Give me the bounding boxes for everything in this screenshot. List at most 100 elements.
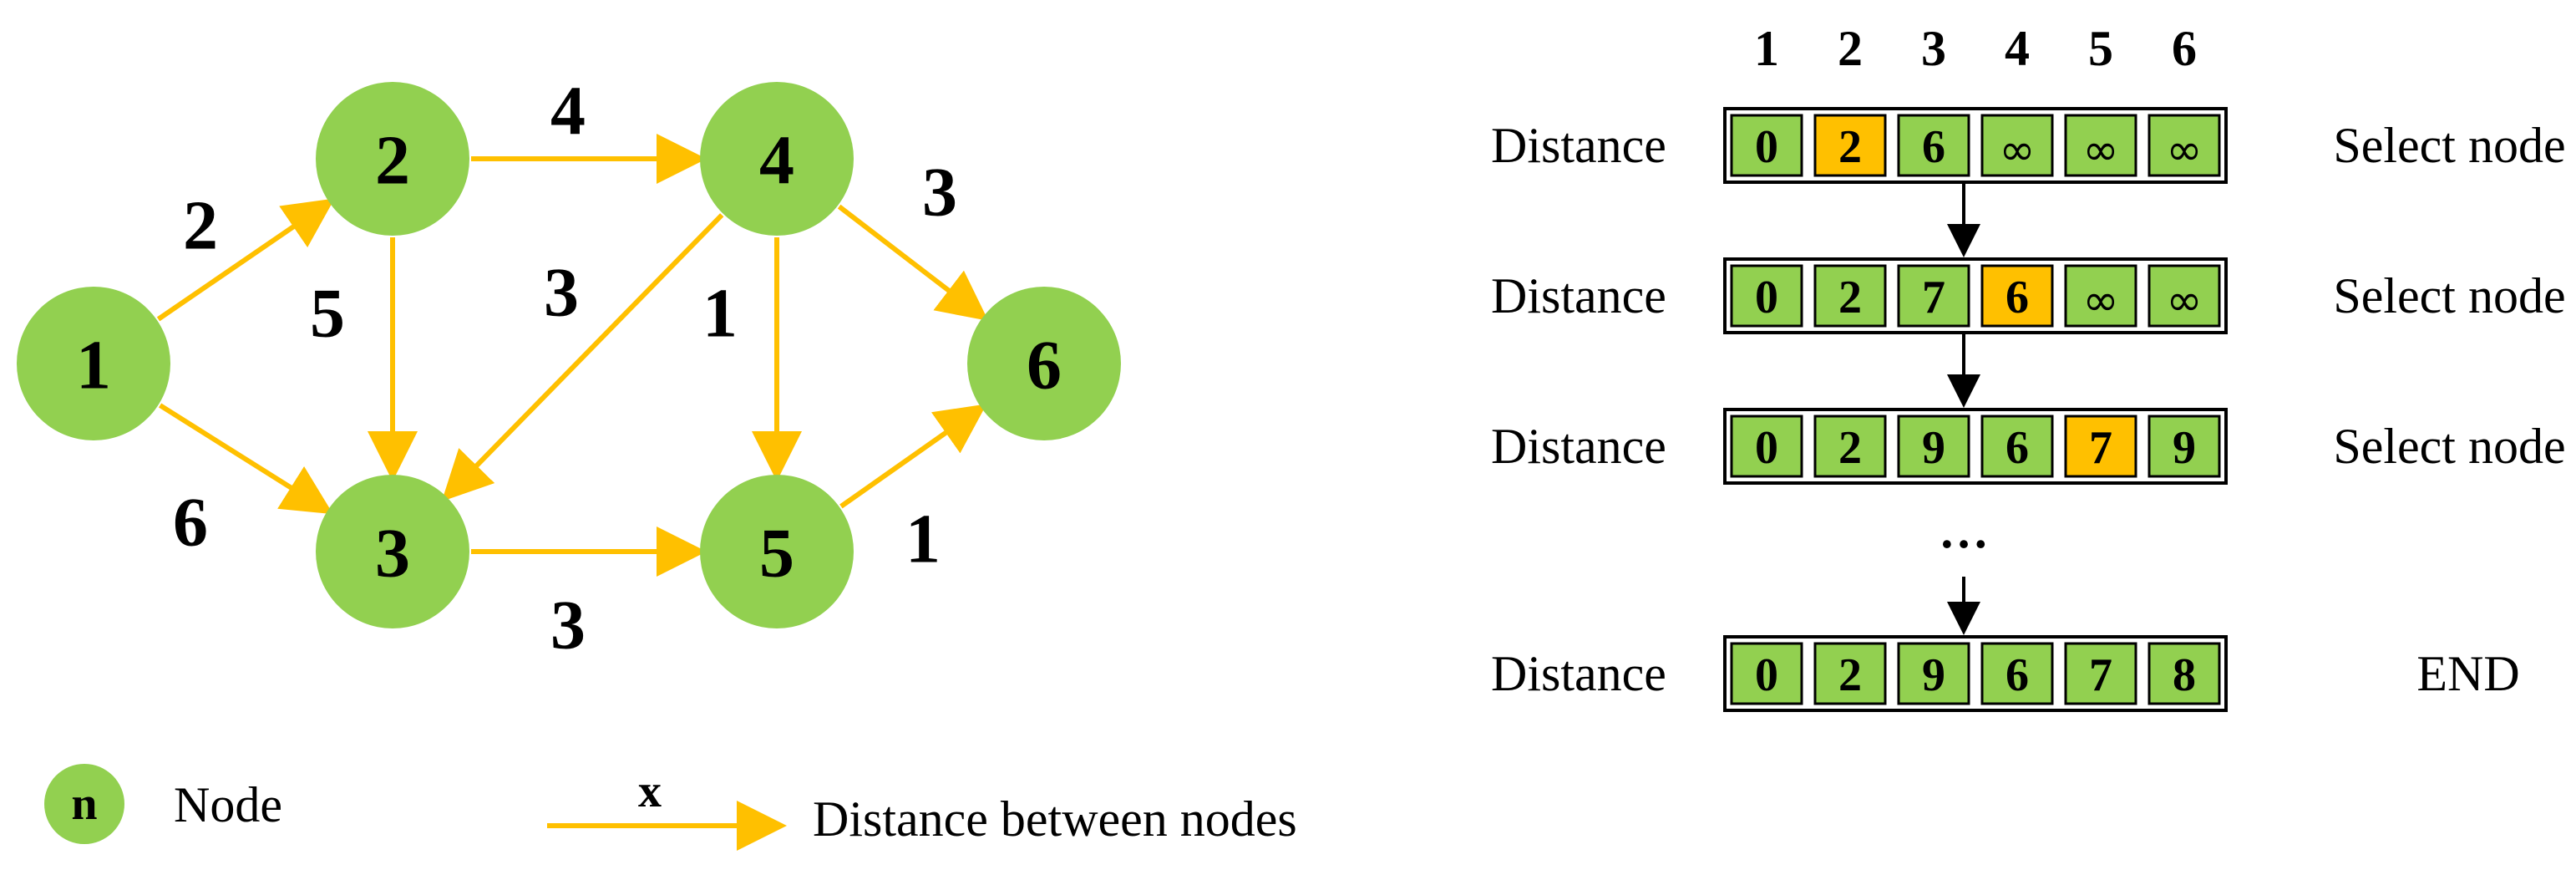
- column-header: 4: [2005, 21, 2030, 76]
- row-status: END: [2416, 646, 2519, 701]
- edge-weight-1-2: 2: [183, 187, 218, 265]
- distance-cell: [1730, 415, 1803, 478]
- distance-value: 0: [1755, 649, 1778, 701]
- row-border: [1723, 257, 2228, 334]
- edge-1-3: [158, 403, 333, 515]
- node-2: 2: [316, 82, 469, 236]
- edge-weight-5-6: 1: [905, 501, 941, 578]
- distance-value: ∞: [2166, 125, 2202, 176]
- row-label: Distance: [1491, 268, 1666, 323]
- distance-cell: [1813, 642, 1887, 705]
- node-label: 6: [1027, 327, 1062, 404]
- distance-value: 8: [2173, 649, 2196, 701]
- distance-cell: [1813, 415, 1887, 478]
- distance-value: 2: [1838, 121, 1862, 173]
- distance-value: ∞: [2082, 276, 2118, 326]
- distance-value: 6: [2006, 649, 2029, 701]
- legend-node-symbol: [44, 764, 124, 844]
- node-5: 5: [700, 475, 854, 628]
- distance-value: 7: [1922, 272, 1945, 323]
- distance-cell: [2064, 642, 2137, 705]
- node-label: 1: [76, 327, 111, 404]
- edge-weight-2-4: 4: [550, 73, 586, 150]
- legend-node-item: n Node: [44, 764, 282, 844]
- row-label: Distance: [1491, 419, 1666, 474]
- distance-cell: [2064, 114, 2137, 177]
- column-header: 1: [1754, 21, 1779, 76]
- distance-value: 2: [1838, 422, 1862, 474]
- legend: n Node x Distance between nodes: [44, 764, 1297, 851]
- legend-edge-text: Distance between nodes: [813, 791, 1297, 847]
- edge-weight-1-3: 6: [173, 484, 208, 562]
- distance-cell: [2148, 642, 2221, 705]
- selected-distance-cell: [2064, 415, 2137, 478]
- legend-node-letter: n: [71, 778, 97, 830]
- distance-cell: [1730, 264, 1803, 328]
- distance-value: ∞: [1999, 125, 2035, 176]
- distance-cell: [2148, 415, 2221, 478]
- distance-value: 7: [2089, 649, 2112, 701]
- distance-value: ∞: [2166, 276, 2202, 326]
- node-6: 6: [967, 287, 1121, 440]
- distance-cell: [1897, 415, 1970, 478]
- edge-4-6: [837, 204, 989, 321]
- node-circle: [700, 475, 854, 628]
- distance-value: 9: [1922, 649, 1945, 701]
- ellipsis: …: [1939, 503, 1989, 558]
- distance-rows: Distance 0 2 6 ∞ ∞ ∞ Select node 2 Distance 0 2 7 6 ∞…: [1491, 107, 2576, 712]
- node-1: 1: [17, 287, 170, 440]
- row-label: Distance: [1491, 118, 1666, 173]
- node-3: 3: [316, 475, 469, 628]
- distance-value: 2: [1838, 272, 1862, 323]
- distance-value: 7: [2089, 422, 2112, 474]
- distance-cell: [1897, 114, 1970, 177]
- row-border: [1723, 107, 2228, 184]
- edge-1-2: [156, 198, 335, 322]
- column-header: 3: [1921, 21, 1946, 76]
- column-header: 2: [1838, 21, 1863, 76]
- node-label: 5: [759, 515, 794, 593]
- edges-layer: [156, 134, 989, 577]
- node-4: 4: [700, 82, 854, 236]
- distance-value: 2: [1838, 649, 1862, 701]
- edge-weight-4-6: 3: [922, 154, 957, 231]
- row-border: [1723, 408, 2228, 485]
- row-status: Select node 5: [2333, 419, 2576, 474]
- column-header: 5: [2088, 21, 2113, 76]
- legend-edge-letter: x: [638, 766, 662, 817]
- distance-value: 9: [2173, 422, 2196, 474]
- distance-value: 0: [1755, 121, 1778, 173]
- column-header: 6: [2172, 21, 2197, 76]
- node-label: 4: [759, 122, 794, 200]
- distance-value: 6: [2006, 272, 2029, 323]
- distance-cell: [1730, 114, 1803, 177]
- distance-value: ∞: [2082, 125, 2118, 176]
- distance-cell: [1980, 114, 2054, 177]
- distance-cell: [1813, 264, 1887, 328]
- node-circle: [316, 475, 469, 628]
- row-status: Select node 2: [2333, 118, 2576, 173]
- distance-cell: [1897, 642, 1970, 705]
- node-circle: [316, 82, 469, 236]
- distance-value: 0: [1755, 422, 1778, 474]
- node-circle: [17, 287, 170, 440]
- distance-value: 0: [1755, 272, 1778, 323]
- distance-cell: [1730, 642, 1803, 705]
- edge-weight-3-5: 3: [550, 587, 586, 664]
- legend-edge-item: x Distance between nodes: [547, 766, 1297, 851]
- distance-cell: [2064, 264, 2137, 328]
- edge-weight-2-3: 5: [310, 275, 345, 353]
- distance-cell: [1980, 415, 2054, 478]
- node-label: 2: [375, 122, 410, 200]
- node-label: 3: [375, 515, 410, 593]
- distance-cell: [1980, 642, 2054, 705]
- distance-cell: [2148, 264, 2221, 328]
- selected-distance-cell: [1980, 264, 2054, 328]
